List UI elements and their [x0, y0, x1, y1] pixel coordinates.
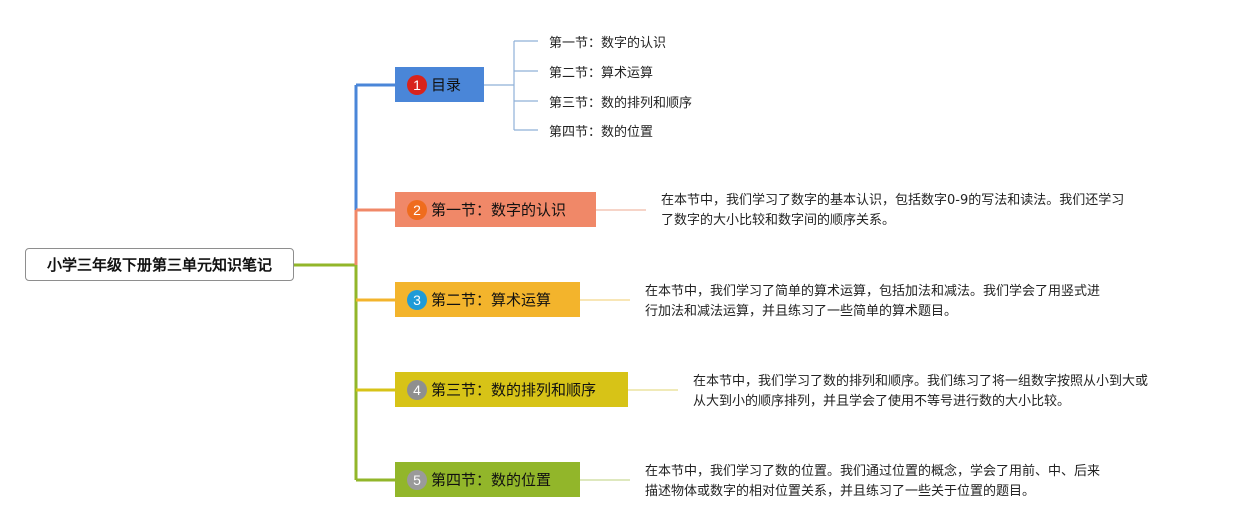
number-badge: 3	[407, 289, 427, 310]
note-line: 在本节中，我们学习了数字的基本认识，包括数字0-9的写法和读法。我们还学习	[661, 193, 1125, 208]
section-1-note: 在本节中，我们学习了数字的基本认识，包括数字0-9的写法和读法。我们还学习 了数…	[661, 191, 1124, 231]
branch-node-section-1[interactable]: 2 第一节：数字的认识	[395, 192, 596, 227]
number-badge: 4	[407, 379, 427, 400]
branch-node-section-4[interactable]: 5 第四节：数的位置	[395, 462, 580, 497]
branch-label: 目录	[431, 76, 462, 94]
branch-node-section-2[interactable]: 3 第二节：算术运算	[395, 282, 580, 317]
section-3-note: 在本节中，我们学习了数的排列和顺序。我们练习了将一组数字按照从小到大或 从大到小…	[693, 372, 1148, 412]
number-badge: 2	[407, 199, 427, 220]
root-label: 小学三年级下册第三单元知识笔记	[46, 256, 272, 274]
toc-item-2[interactable]: 第二节：算术运算	[549, 66, 654, 81]
branch-label: 第一节：数字的认识	[431, 201, 567, 219]
note-line: 描述物体或数字的相对位置关系，并且练习了一些关于位置的题目。	[645, 484, 1036, 499]
branch-label: 第三节：数的排列和顺序	[431, 381, 597, 399]
note-line: 行加法和减法运算，并且练习了一些简单的算术题目。	[645, 304, 958, 319]
toc-bracket	[484, 40, 538, 131]
note-line: 在本节中，我们学习了数的位置。我们通过位置的概念，学会了用前、中、后来	[645, 464, 1101, 479]
note-line: 在本节中，我们学习了数的排列和顺序。我们练习了将一组数字按照从小到大或	[693, 374, 1149, 389]
root-node[interactable]: 小学三年级下册第三单元知识笔记	[25, 248, 294, 281]
section-4-note: 在本节中，我们学习了数的位置。我们通过位置的概念，学会了用前、中、后来 描述物体…	[645, 462, 1100, 502]
toc-item-4[interactable]: 第四节：数的位置	[549, 125, 654, 140]
note-line: 从大到小的顺序排列，并且学会了使用不等号进行数的大小比较。	[693, 394, 1071, 409]
toc-item-1[interactable]: 第一节：数字的认识	[549, 36, 667, 51]
branch-node-toc[interactable]: 1 目录	[395, 67, 484, 102]
note-line: 了数字的大小比较和数字间的顺序关系。	[661, 213, 896, 228]
toc-item-3[interactable]: 第三节：数的排列和顺序	[549, 96, 693, 111]
note-line: 在本节中，我们学习了简单的算术运算，包括加法和减法。我们学会了用竖式进	[645, 284, 1101, 299]
number-badge: 1	[407, 74, 427, 95]
section-2-note: 在本节中，我们学习了简单的算术运算，包括加法和减法。我们学会了用竖式进 行加法和…	[645, 282, 1100, 322]
branch-label: 第四节：数的位置	[431, 471, 552, 489]
number-badge: 5	[407, 469, 427, 490]
branch-node-section-3[interactable]: 4 第三节：数的排列和顺序	[395, 372, 628, 407]
branch-label: 第二节：算术运算	[431, 291, 552, 309]
